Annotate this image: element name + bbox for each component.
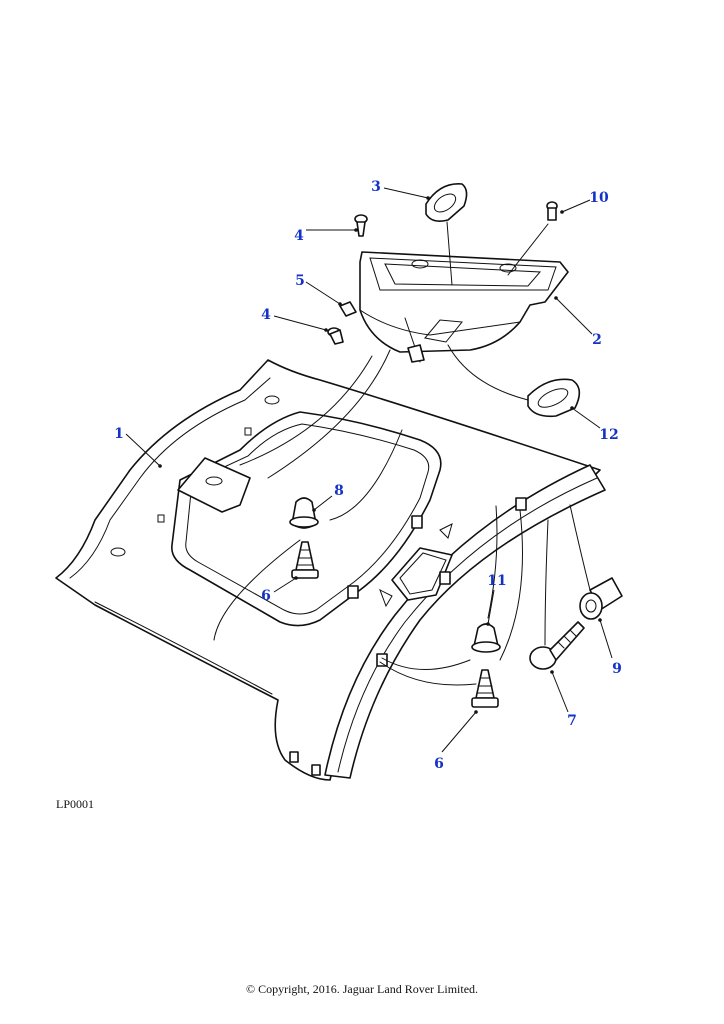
- callout-1[interactable]: 1: [114, 426, 124, 442]
- clip-5: [339, 301, 357, 317]
- callout-leaders: [125, 187, 613, 753]
- roof-console: [359, 251, 569, 363]
- callout-12[interactable]: 12: [599, 427, 619, 443]
- copyright-notice: © Copyright, 2016. Jaguar Land Rover Lim…: [245, 982, 479, 996]
- callout-2[interactable]: 2: [592, 332, 602, 348]
- callout-3[interactable]: 3: [371, 179, 381, 195]
- grommet-12: [527, 378, 581, 418]
- callout-11[interactable]: 11: [487, 573, 507, 589]
- illustration-reference-code: LP0001: [56, 797, 95, 811]
- headlining-panel: [55, 359, 606, 781]
- rivet-nut-9: [579, 577, 623, 620]
- push-clip-8: [289, 497, 319, 529]
- callout-5[interactable]: 5: [295, 273, 305, 289]
- callout-6-left[interactable]: 6: [261, 588, 271, 604]
- callout-10[interactable]: 10: [589, 190, 609, 206]
- callout-4-top[interactable]: 4: [294, 228, 304, 244]
- callout-6-right[interactable]: 6: [434, 756, 444, 772]
- screw-10: [546, 201, 558, 221]
- callout-4-lower[interactable]: 4: [261, 307, 271, 323]
- fir-tree-clip-6-right: [471, 669, 499, 708]
- assembly-guide-lines: [213, 221, 591, 686]
- screw-4-lower: [327, 327, 344, 345]
- callout-8[interactable]: 8: [334, 483, 344, 499]
- lamp-lens-3: [425, 183, 468, 222]
- callout-9[interactable]: 9: [612, 661, 622, 677]
- screw-7: [529, 621, 585, 670]
- screw-4-top: [354, 214, 368, 237]
- push-clip-11: [471, 623, 501, 653]
- callout-7[interactable]: 7: [567, 713, 577, 729]
- fir-tree-clip-6-left: [291, 541, 319, 579]
